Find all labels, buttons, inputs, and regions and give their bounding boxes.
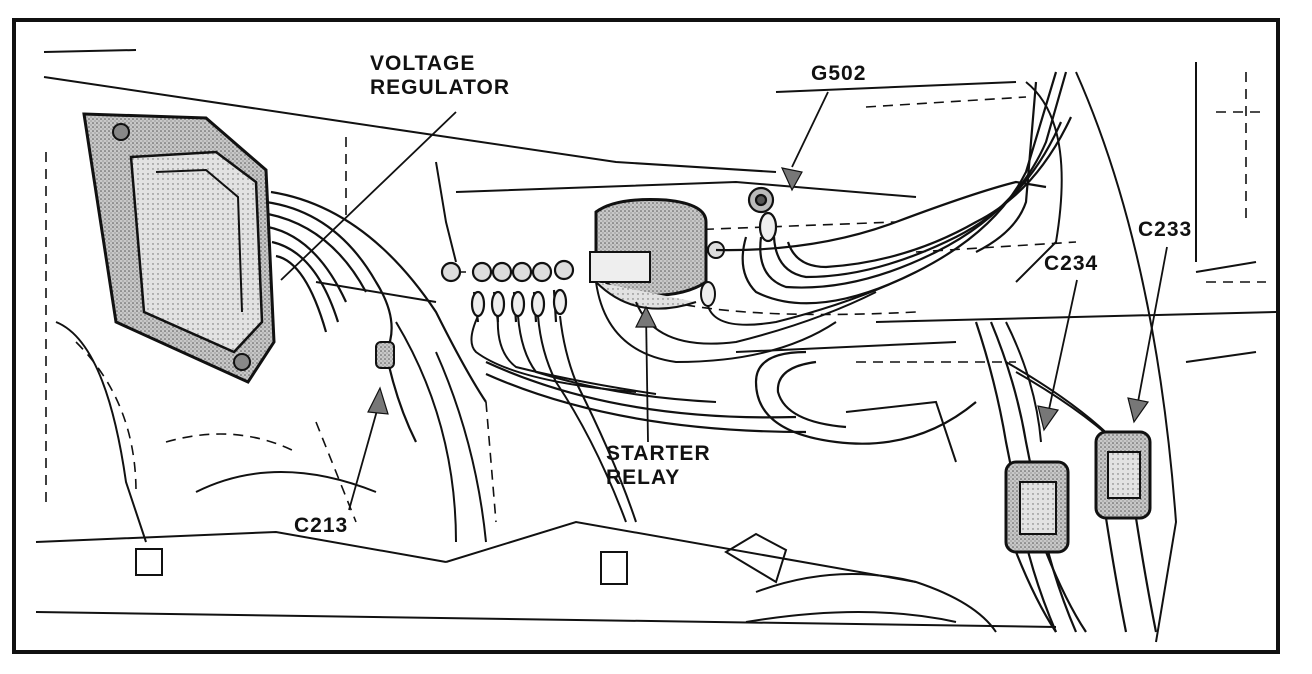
leader-lines [280, 91, 1168, 511]
arrowheads [367, 167, 1150, 432]
c234-label: C234 [1044, 252, 1099, 275]
starter-relay-label-line1: STARTER [606, 442, 711, 465]
regulator-wires [265, 190, 487, 443]
starter-relay-component [589, 198, 725, 310]
c234-c233-region [974, 321, 1158, 633]
terminal-wires [470, 315, 717, 523]
c233-label: C233 [1138, 218, 1193, 241]
diagram-frame: VOLTAGE REGULATOR G502 C233 C234 C213 ST… [12, 18, 1280, 654]
lower-loop-wires [485, 350, 977, 445]
voltage-regulator-label: VOLTAGE REGULATOR [370, 52, 510, 100]
starter-relay-label: STARTER RELAY [606, 442, 711, 490]
c213-connector [375, 341, 395, 369]
starter-relay-label-line2: RELAY [606, 466, 681, 489]
engine-bay-illustration [35, 49, 1276, 643]
g502-ground [747, 186, 778, 243]
main-harness [715, 71, 1072, 305]
voltage-regulator-label-line2: REGULATOR [370, 76, 511, 99]
voltage-regulator-label-line1: VOLTAGE [370, 52, 476, 75]
voltage-regulator-component [82, 112, 276, 384]
c213-label: C213 [294, 514, 349, 537]
terminal-studs [440, 259, 575, 323]
g502-label: G502 [811, 62, 867, 85]
